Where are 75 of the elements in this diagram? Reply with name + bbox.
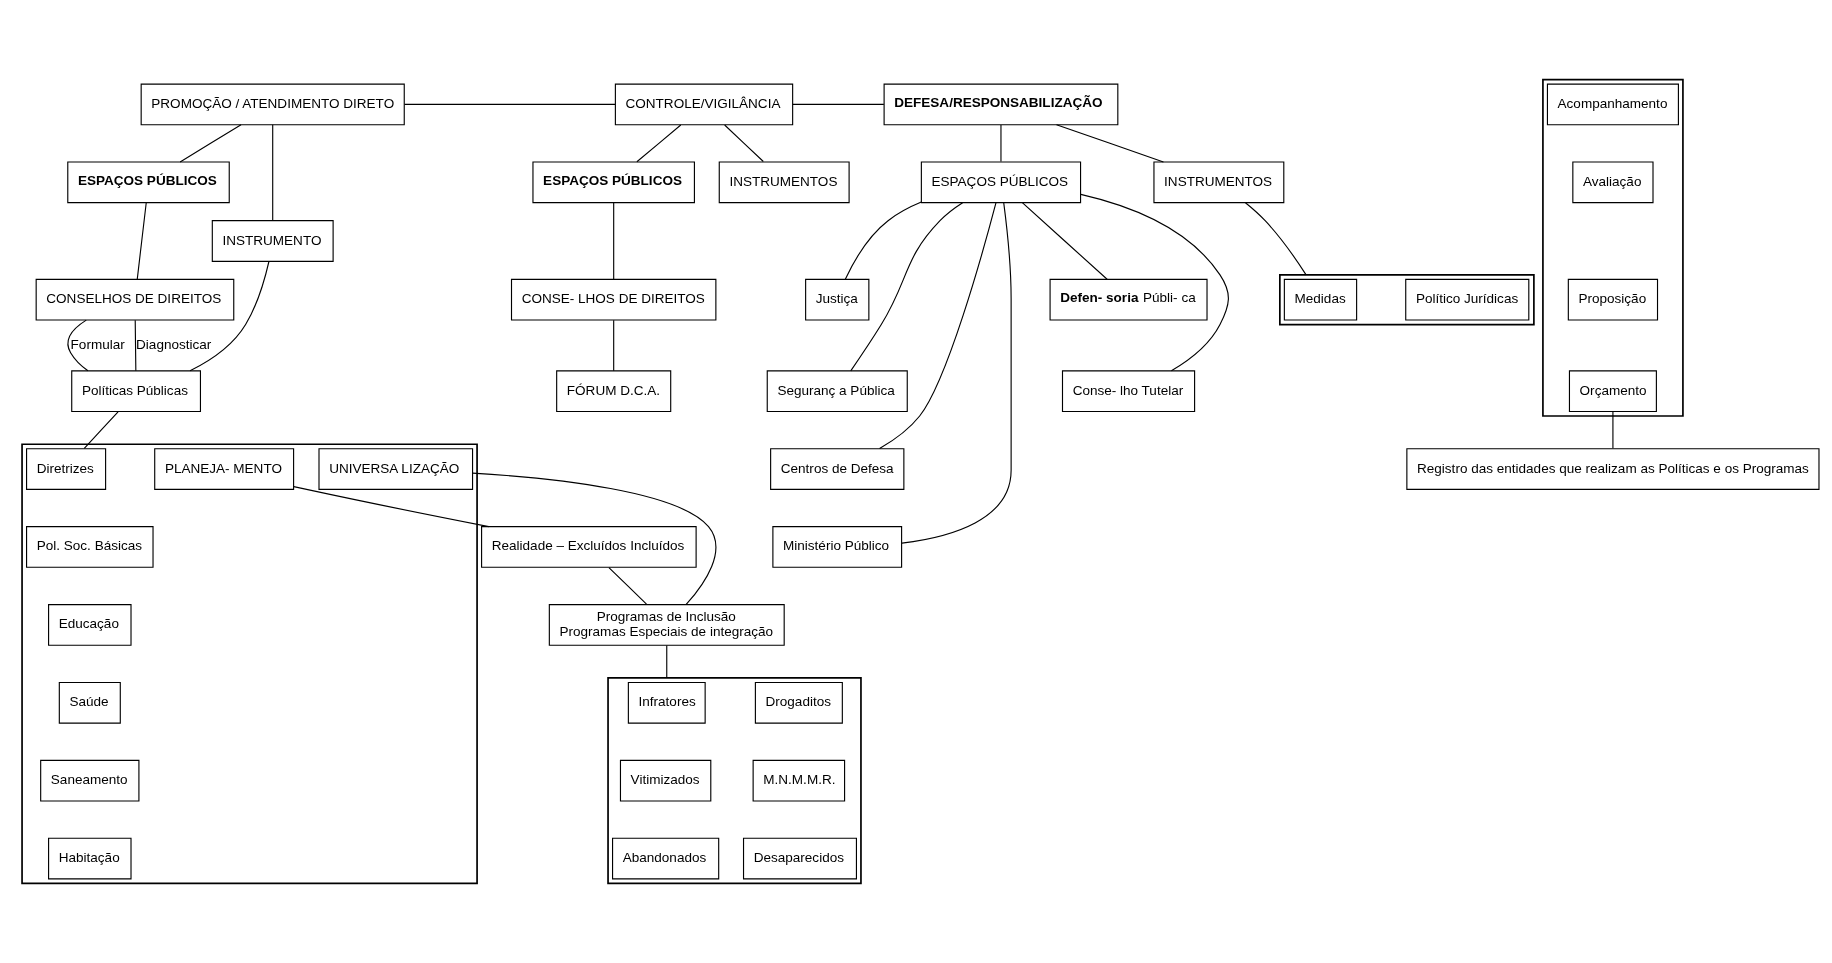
connector (844, 201, 922, 280)
edge-label: Diagnosticar (136, 336, 212, 352)
connector (879, 202, 997, 450)
node-box: Saneamento (40, 759, 140, 802)
connector (83, 411, 119, 449)
node-box: Defen- soria Públi- ca (1049, 278, 1208, 321)
connector (792, 103, 885, 105)
connector (666, 644, 668, 679)
node-box: Programas de Inclusão Programas Especiais de integração (548, 604, 785, 646)
connector (724, 124, 764, 163)
node-box: FÓRUM D.C.A. (556, 370, 672, 413)
connector (134, 319, 137, 372)
cluster (1279, 274, 1535, 326)
node-box: INSTRUMENTOS (718, 161, 850, 204)
edge-label: Formular (70, 336, 125, 352)
node-box: UNIVERSA LIZAÇÃO (318, 448, 474, 490)
node-box: Registro das entidades que realizam as Políticas e os Programas (1406, 448, 1820, 490)
connector (850, 202, 964, 372)
cluster (607, 677, 862, 885)
node-box: DEFESA/RESPONSABILIZAÇÃO (883, 83, 1119, 126)
connector (1080, 193, 1229, 372)
node-box: CONSELHOS DE DIREITOS (35, 278, 235, 321)
node-box: Educação (48, 604, 132, 646)
node-box: Político Jurídicas (1405, 278, 1530, 321)
connector (901, 202, 1012, 544)
connector (293, 486, 490, 528)
connector (636, 124, 682, 163)
node-box: INSTRUMENTO (211, 220, 334, 262)
node-box: ESPAÇOS PÚBLICOS (532, 161, 695, 204)
connector (136, 202, 147, 280)
node-box: Infratores (627, 681, 706, 724)
node-box: Abandonados (612, 837, 720, 880)
connector (472, 472, 717, 606)
node-box: Proposição (1567, 278, 1659, 321)
node-box: Centros de Defesa (770, 448, 905, 490)
node-box: Políticas Públicas (71, 370, 201, 413)
node-box: INSTRUMENTOS (1153, 161, 1285, 204)
node-box: CONTROLE/VIGILÂNCIA (614, 83, 794, 126)
node-box: Conse- lho Tutelar (1061, 370, 1196, 413)
node-box: Vitimizados (619, 759, 712, 802)
node-box: M.N.M.M.R. (752, 759, 846, 802)
connector (1000, 124, 1002, 163)
node-box: PROMOÇÃO / ATENDIMENTO DIRETO (140, 83, 405, 126)
connector (403, 103, 616, 105)
node-box: ESPAÇOS PÚBLICOS (920, 161, 1082, 204)
connector (67, 319, 89, 372)
connector (179, 124, 242, 163)
connector (613, 202, 615, 280)
node-box: Habitação (48, 837, 132, 880)
node-box: Realidade – Excluídos Incluídos (481, 526, 697, 568)
node-box: Seguranç a Pública (766, 370, 908, 413)
node-box: ESPAÇOS PÚBLICOS (67, 161, 230, 204)
node-box: Saúde (58, 681, 121, 724)
connector (1021, 202, 1108, 280)
node-box: Desaparecidos (742, 837, 857, 880)
node-box: Acompanhamento (1546, 83, 1679, 126)
connector (272, 124, 274, 222)
node-box: Diretrizes (26, 448, 107, 490)
node-box: PLANEJA- MENTO (154, 448, 295, 490)
node-box: Justiça (805, 278, 870, 321)
connector (608, 567, 648, 605)
node-box: Pol. Soc. Básicas (26, 526, 154, 568)
node-box: Drogaditos (754, 681, 843, 724)
node-box: Medidas (1283, 278, 1358, 321)
connector (189, 260, 270, 372)
connector (1612, 411, 1614, 449)
connector (613, 319, 615, 372)
node-box: Orçamento (1568, 370, 1657, 413)
cluster (1542, 78, 1684, 417)
node-box: CONSE- LHOS DE DIREITOS (510, 278, 717, 321)
node-box: Avaliação (1572, 161, 1654, 204)
node-box: Ministério Público (772, 526, 903, 568)
cluster (21, 443, 478, 885)
connector (1244, 202, 1307, 276)
connector (1055, 124, 1164, 163)
